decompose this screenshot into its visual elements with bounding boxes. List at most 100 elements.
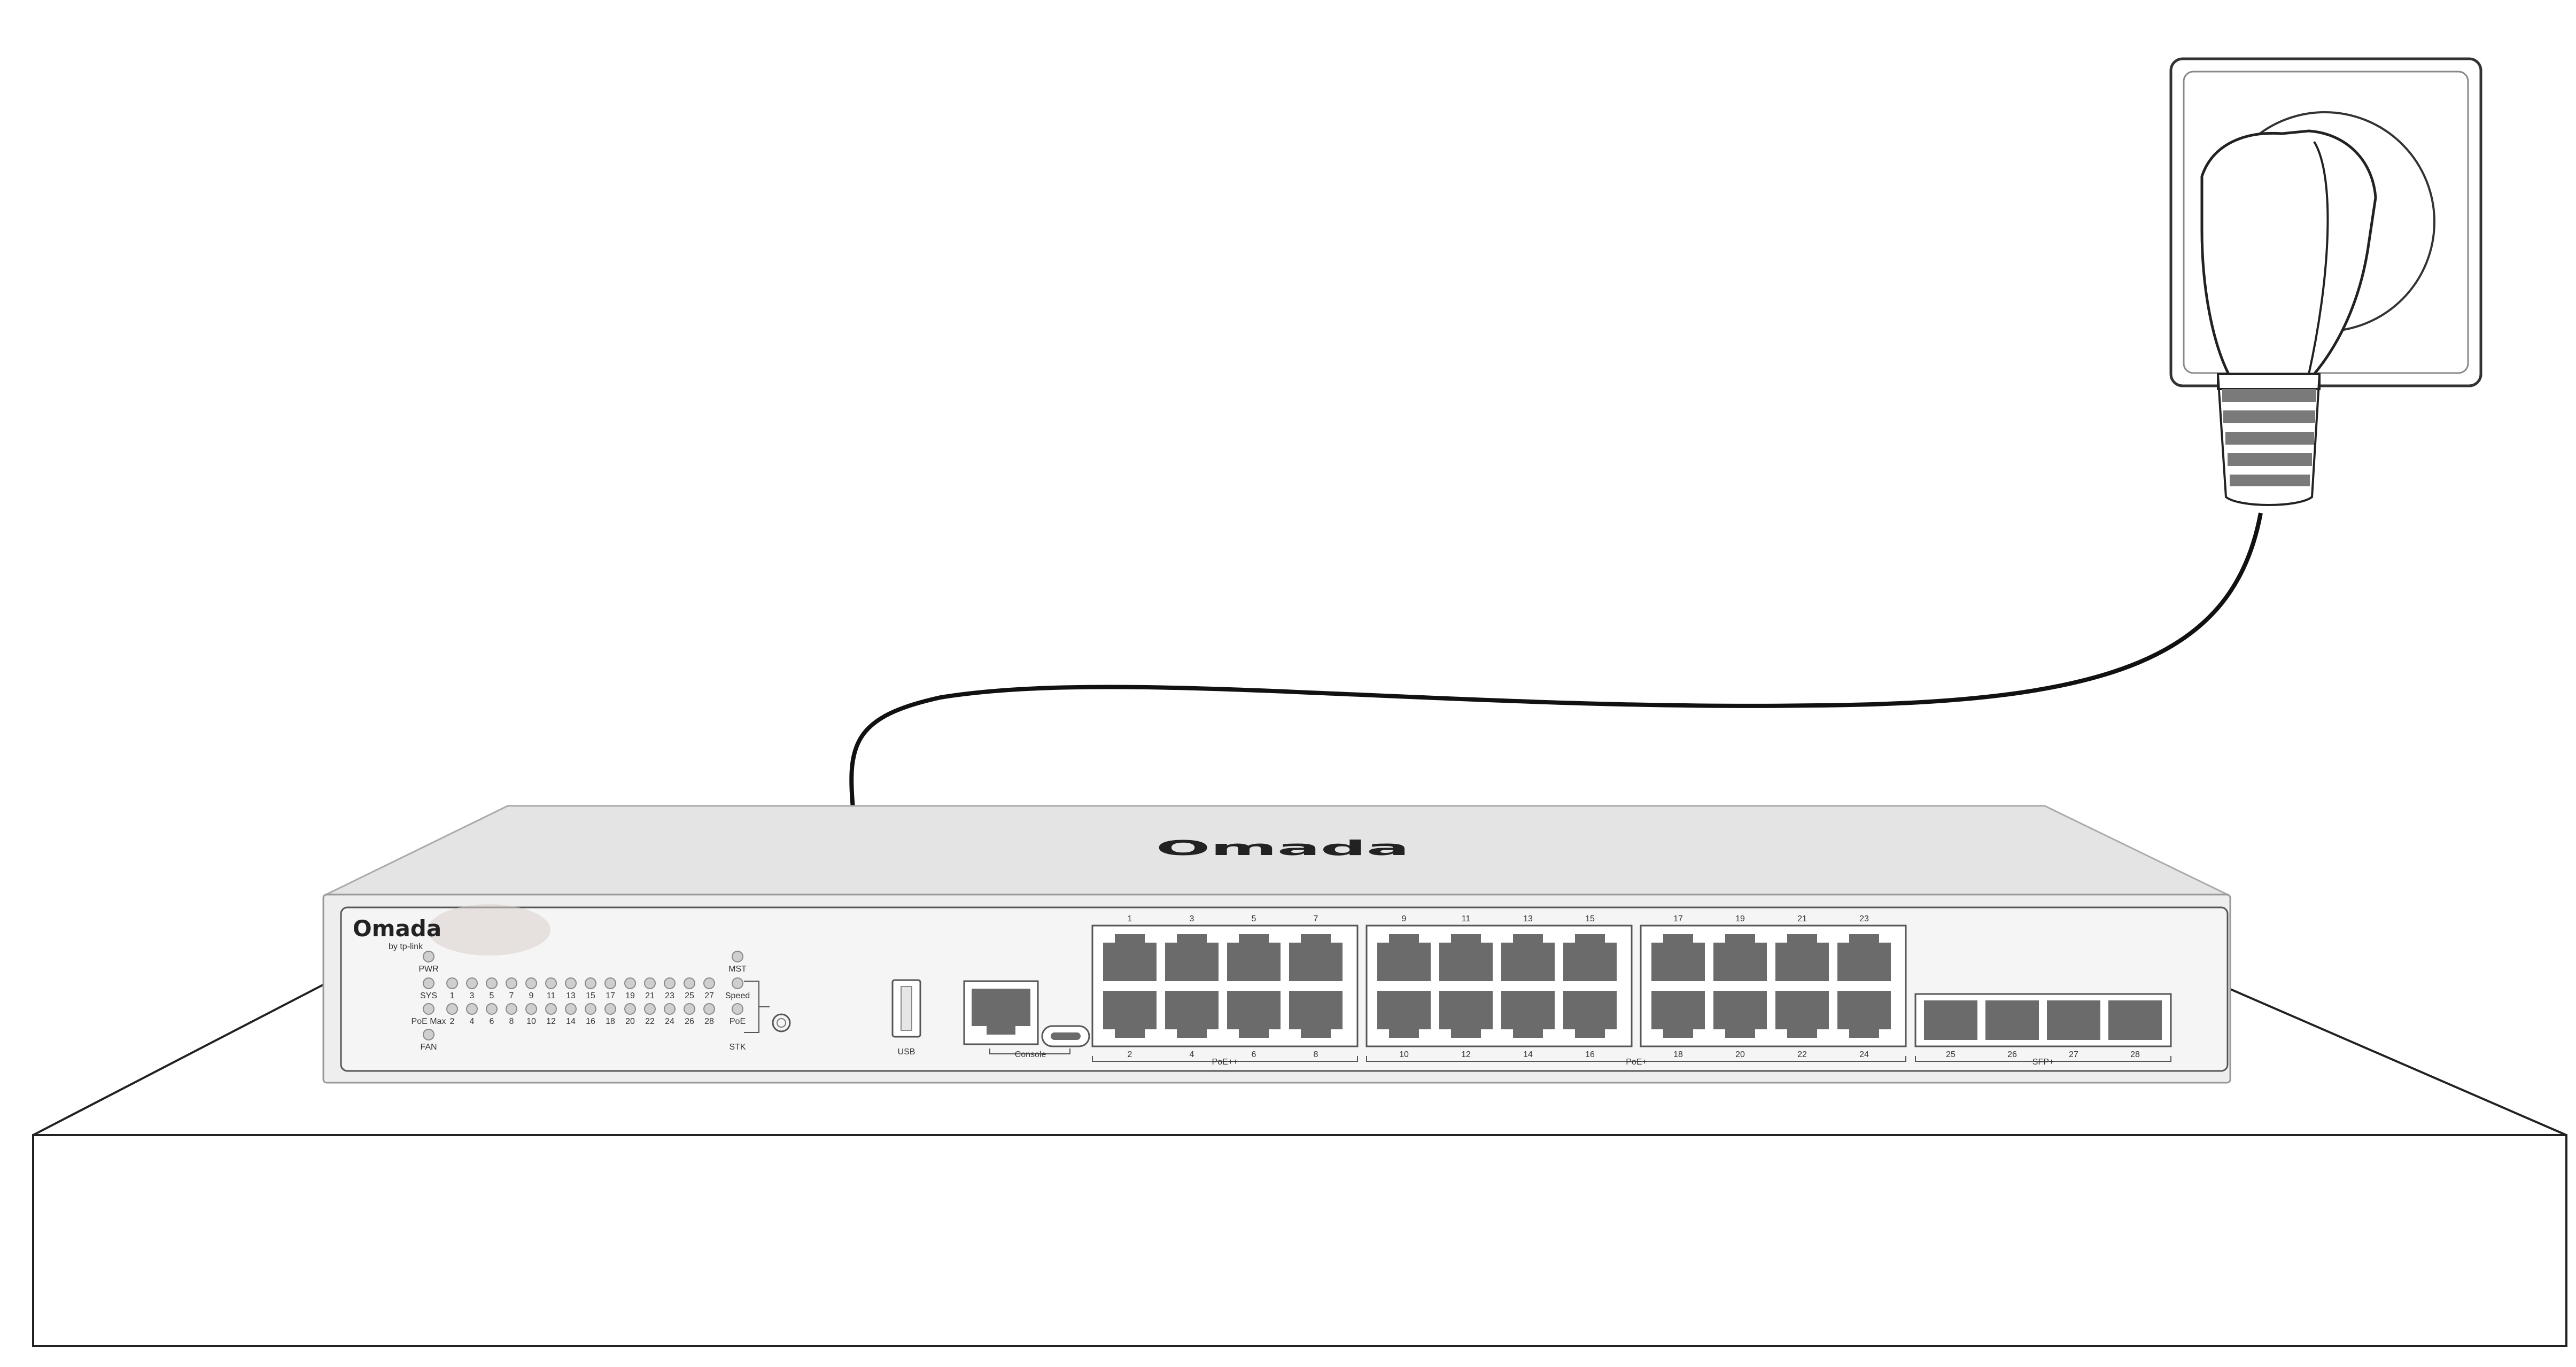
usb-port[interactable] [891, 979, 921, 1038]
port-led-label: 1 [450, 991, 455, 1000]
sfp-port-27[interactable] [2047, 1000, 2100, 1040]
port-led-label: 21 [645, 991, 655, 1000]
led-label-sys: SYS [420, 991, 437, 1000]
port-number: 4 [1190, 1050, 1194, 1059]
port-led-25 [684, 977, 695, 989]
power-plug-icon [2200, 129, 2377, 506]
ethernet-port-22[interactable] [1775, 991, 1829, 1038]
console-bracket [989, 1048, 1070, 1054]
status-led-fan [423, 1029, 434, 1040]
top-logo: Omada [1156, 836, 1410, 860]
port-number: 25 [1946, 1050, 1956, 1059]
port-led-11 [545, 977, 557, 989]
port-number: 20 [1735, 1050, 1745, 1059]
ethernet-port-13[interactable] [1501, 934, 1555, 981]
port-number: 18 [1673, 1050, 1683, 1059]
port-number: 26 [2007, 1050, 2017, 1059]
power-cable [849, 512, 2263, 809]
ethernet-port-2[interactable] [1103, 991, 1157, 1038]
port-number: 21 [1797, 914, 1807, 923]
port-led-label: 27 [704, 991, 714, 1000]
ethernet-port-20[interactable] [1713, 991, 1767, 1038]
poe-plus-plus-bracket [1092, 1056, 1358, 1062]
ethernet-port-3[interactable] [1165, 934, 1219, 981]
port-led-20 [624, 1003, 636, 1015]
port-led-label: 10 [526, 1017, 536, 1026]
port-number: 6 [1252, 1050, 1256, 1059]
ethernet-port-16[interactable] [1563, 991, 1617, 1038]
ethernet-port-10[interactable] [1377, 991, 1431, 1038]
port-led-label: 5 [490, 991, 494, 1000]
front-brand-sub: by tp-link [389, 942, 423, 951]
port-led-label: 3 [470, 991, 475, 1000]
ethernet-port-14[interactable] [1501, 991, 1555, 1038]
port-led-label: 22 [645, 1017, 655, 1026]
port-led-2 [446, 1003, 458, 1015]
port-led-label: 13 [566, 991, 576, 1000]
ethernet-port-9[interactable] [1377, 934, 1431, 981]
port-led-7 [506, 977, 517, 989]
ethernet-port-8[interactable] [1289, 991, 1343, 1038]
ethernet-port-18[interactable] [1651, 991, 1705, 1038]
reset-button-icon[interactable] [772, 1013, 791, 1032]
port-led-18 [604, 1003, 616, 1015]
ethernet-port-5[interactable] [1227, 934, 1281, 981]
ethernet-port-17[interactable] [1651, 934, 1705, 981]
port-led-9 [525, 977, 537, 989]
port-led-22 [644, 1003, 656, 1015]
port-led-26 [684, 1003, 695, 1015]
ethernet-port-7[interactable] [1289, 934, 1343, 981]
port-led-label: 15 [586, 991, 595, 1000]
port-led-label: 12 [546, 1017, 556, 1026]
led-label-pwr: PWR [418, 965, 438, 974]
port-number: 16 [1585, 1050, 1595, 1059]
ethernet-port-12[interactable] [1439, 991, 1493, 1038]
sfp-port-28[interactable] [2108, 1000, 2162, 1040]
port-led-label: 8 [509, 1017, 514, 1026]
port-led-21 [644, 977, 656, 989]
ethernet-port-1[interactable] [1103, 934, 1157, 981]
front-brand: Omada [353, 915, 441, 942]
ethernet-port-23[interactable] [1837, 934, 1891, 981]
ethernet-port-4[interactable] [1165, 991, 1219, 1038]
port-number: 15 [1585, 914, 1595, 923]
status-led-sys [423, 977, 434, 989]
port-led-14 [565, 1003, 577, 1015]
port-led-label: 24 [665, 1017, 674, 1026]
port-number: 14 [1523, 1050, 1533, 1059]
port-led-label: 19 [625, 991, 635, 1000]
port-led-13 [565, 977, 577, 989]
mode-bracket [744, 981, 770, 1033]
console-rj45-port[interactable] [963, 980, 1039, 1045]
port-led-label: 25 [685, 991, 694, 1000]
mode-led-mst [732, 951, 743, 962]
port-led-label: 28 [704, 1017, 714, 1026]
port-led-4 [466, 1003, 478, 1015]
port-number: 12 [1461, 1050, 1471, 1059]
ethernet-port-21[interactable] [1775, 934, 1829, 981]
ethernet-port-15[interactable] [1563, 934, 1617, 981]
sfp-port-26[interactable] [1985, 1000, 2039, 1040]
port-led-17 [604, 977, 616, 989]
model-label [428, 904, 550, 956]
ethernet-port-6[interactable] [1227, 991, 1281, 1038]
port-led-3 [466, 977, 478, 989]
port-led-23 [664, 977, 676, 989]
port-number: 5 [1252, 914, 1256, 923]
ethernet-port-24[interactable] [1837, 991, 1891, 1038]
group-label-poe-plus-plus: PoE++ [1212, 1058, 1238, 1067]
mode-led-poe [732, 1003, 743, 1015]
ethernet-port-11[interactable] [1439, 934, 1493, 981]
port-led-label: 9 [529, 991, 534, 1000]
port-led-10 [525, 1003, 537, 1015]
ethernet-port-19[interactable] [1713, 934, 1767, 981]
port-number: 24 [1859, 1050, 1869, 1059]
console-usb-c-port[interactable] [1041, 1025, 1090, 1047]
port-led-label: 23 [665, 991, 674, 1000]
port-number: 23 [1859, 914, 1869, 923]
sfp-port-25[interactable] [1924, 1000, 1977, 1040]
port-led-24 [664, 1003, 676, 1015]
